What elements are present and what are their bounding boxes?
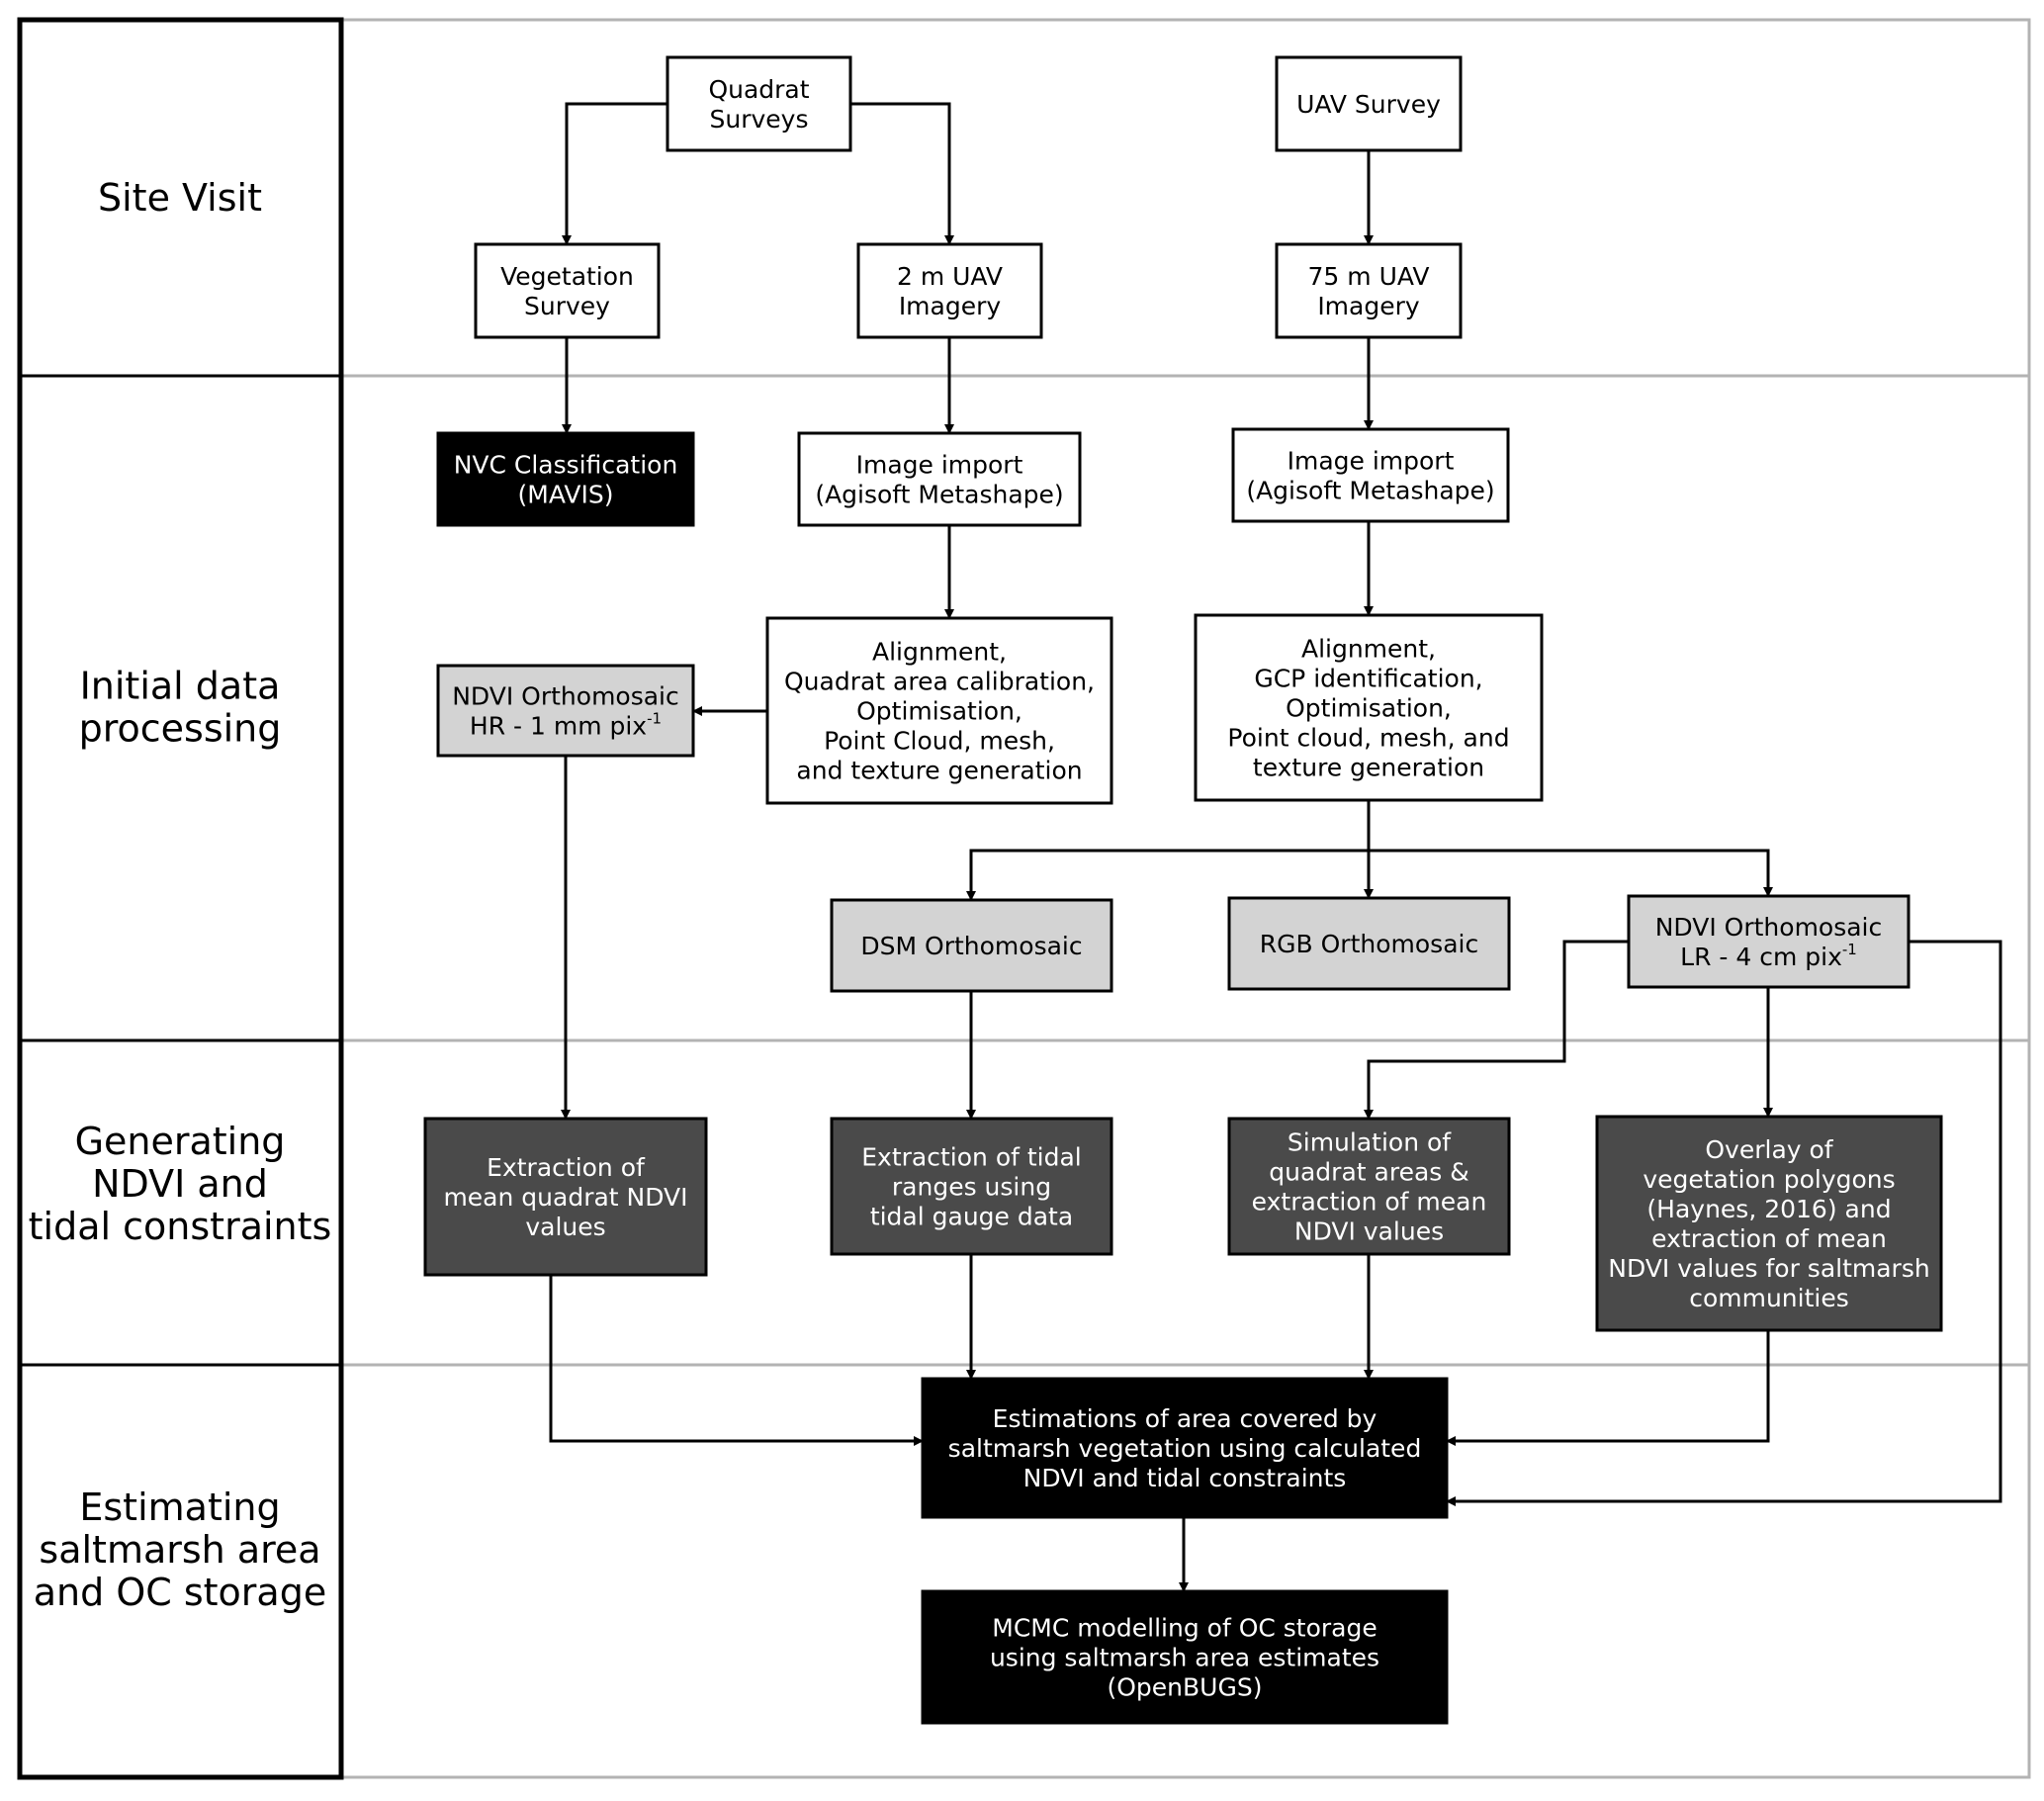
edge-quadrat-surveys-to-2m-uav-imagery [850, 102, 954, 245]
node-box [830, 898, 1113, 993]
edge-alignment-75m-to-dsm-orthomosaic [966, 800, 1371, 901]
node-box [1595, 1115, 1943, 1332]
node-label: UAV Survey [1296, 90, 1441, 119]
edge-ndvi-ortho-lr-to-simulation-quadrat-areas [1364, 940, 1629, 1120]
node-label: NVC Classification(MAVIS) [454, 451, 678, 509]
node-box [830, 1117, 1113, 1256]
node-box [797, 431, 1082, 527]
edge-overlay-vegetation-polygons-to-estimations-area [1446, 1330, 1770, 1446]
node-dsm-orthomosaic: DSM Orthomosaic [830, 898, 1113, 993]
node-box [1227, 1117, 1511, 1256]
node-image-import-75m: Image import(Agisoft Metashape) [1231, 427, 1510, 523]
edge-extraction-quadrat-ndvi-to-estimations-area [549, 1275, 924, 1446]
node-image-import-2m: Image import(Agisoft Metashape) [797, 431, 1082, 527]
node-box [474, 242, 661, 339]
node-alignment-75m: Alignment,GCP identification,Optimisatio… [1194, 613, 1544, 802]
node-box [1275, 242, 1463, 339]
node-box [436, 431, 695, 527]
node-nvc-classification: NVC Classification(MAVIS) [436, 431, 695, 527]
node-box [1231, 427, 1510, 523]
node-box [921, 1589, 1449, 1725]
node-box [1275, 55, 1463, 152]
node-label: Alignment,Quadrat area calibration,Optim… [784, 638, 1095, 785]
node-label: DSM Orthomosaic [860, 932, 1082, 960]
node-label: Alignment,GCP identification,Optimisatio… [1227, 635, 1509, 782]
node-box [436, 664, 695, 758]
node-box [666, 55, 852, 152]
node-box [1227, 896, 1511, 991]
edges-layer [549, 102, 2002, 1592]
phase-column [17, 17, 344, 1780]
node-box [1194, 613, 1544, 802]
node-label: RGB Orthomosaic [1260, 930, 1478, 958]
node-box [423, 1117, 708, 1277]
node-label: Image import(Agisoft Metashape) [815, 451, 1063, 509]
edge-alignment-75m-to-ndvi-ortho-lr [1369, 849, 1773, 897]
edge-ndvi-ortho-lr-to-estimations-area [1446, 940, 2002, 1506]
node-box [765, 616, 1113, 805]
node-box [921, 1377, 1449, 1519]
frame-layer [17, 17, 2031, 1780]
edge-quadrat-surveys-to-vegetation-survey [562, 102, 667, 245]
node-uav-survey: UAV Survey [1275, 55, 1463, 152]
node-label: Image import(Agisoft Metashape) [1246, 447, 1494, 505]
node-rgb-orthomosaic: RGB Orthomosaic [1227, 896, 1511, 991]
node-alignment-2m: Alignment,Quadrat area calibration,Optim… [765, 616, 1113, 805]
node-box [1627, 894, 1911, 989]
phase-label-site-visit: Site Visit [98, 176, 262, 220]
node-box [856, 242, 1043, 339]
